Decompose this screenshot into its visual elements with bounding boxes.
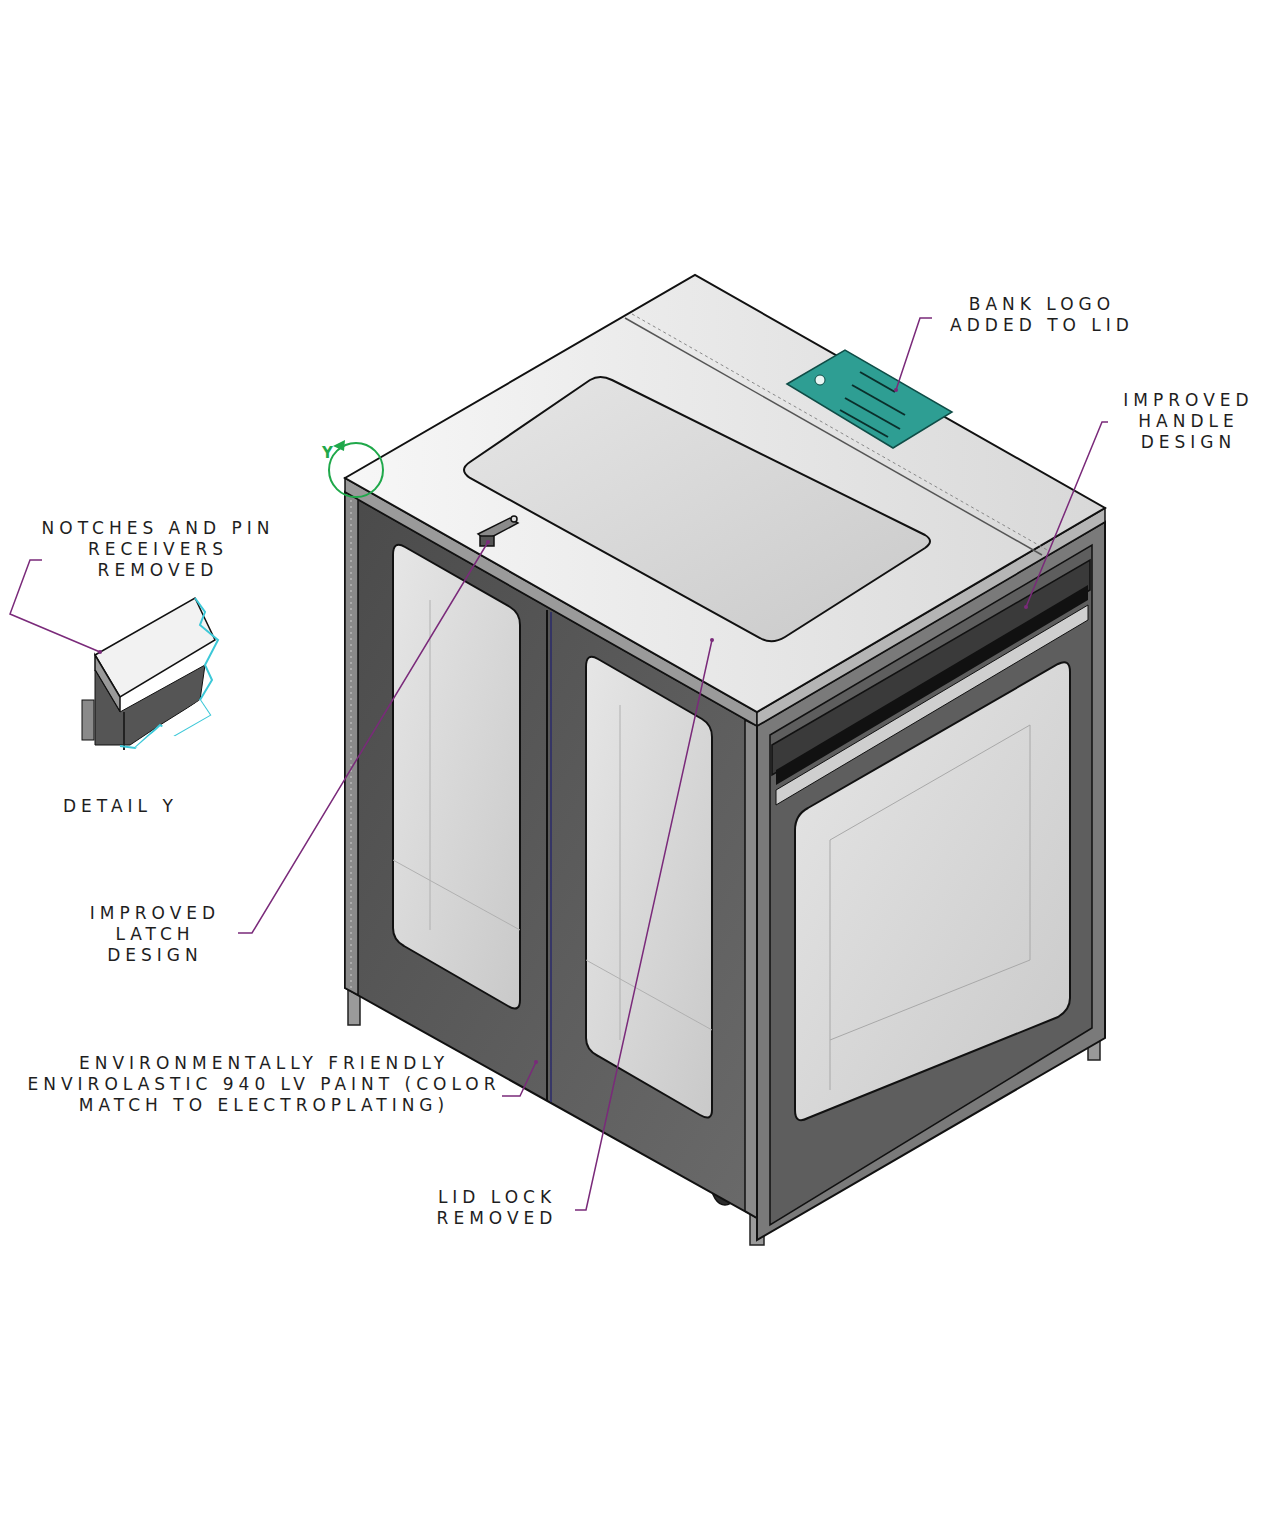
callout-note: BANK LOGO ADDED TO LID	[922, 294, 1162, 336]
detail-title: DETAIL Y	[63, 796, 178, 817]
callout-note: NOTCHES AND PIN RECEIVERS REMOVED	[31, 518, 286, 581]
detail-marker: Y	[322, 443, 333, 464]
callout-note: IMPROVED LATCH DESIGN	[70, 903, 240, 966]
callout-note: IMPROVED HANDLE DESIGN	[1101, 390, 1276, 453]
callout-note: LID LOCK REMOVED	[412, 1187, 582, 1229]
callout-note: ENVIRONMENTALLY FRIENDLY ENVIROLASTIC 94…	[24, 1053, 504, 1116]
